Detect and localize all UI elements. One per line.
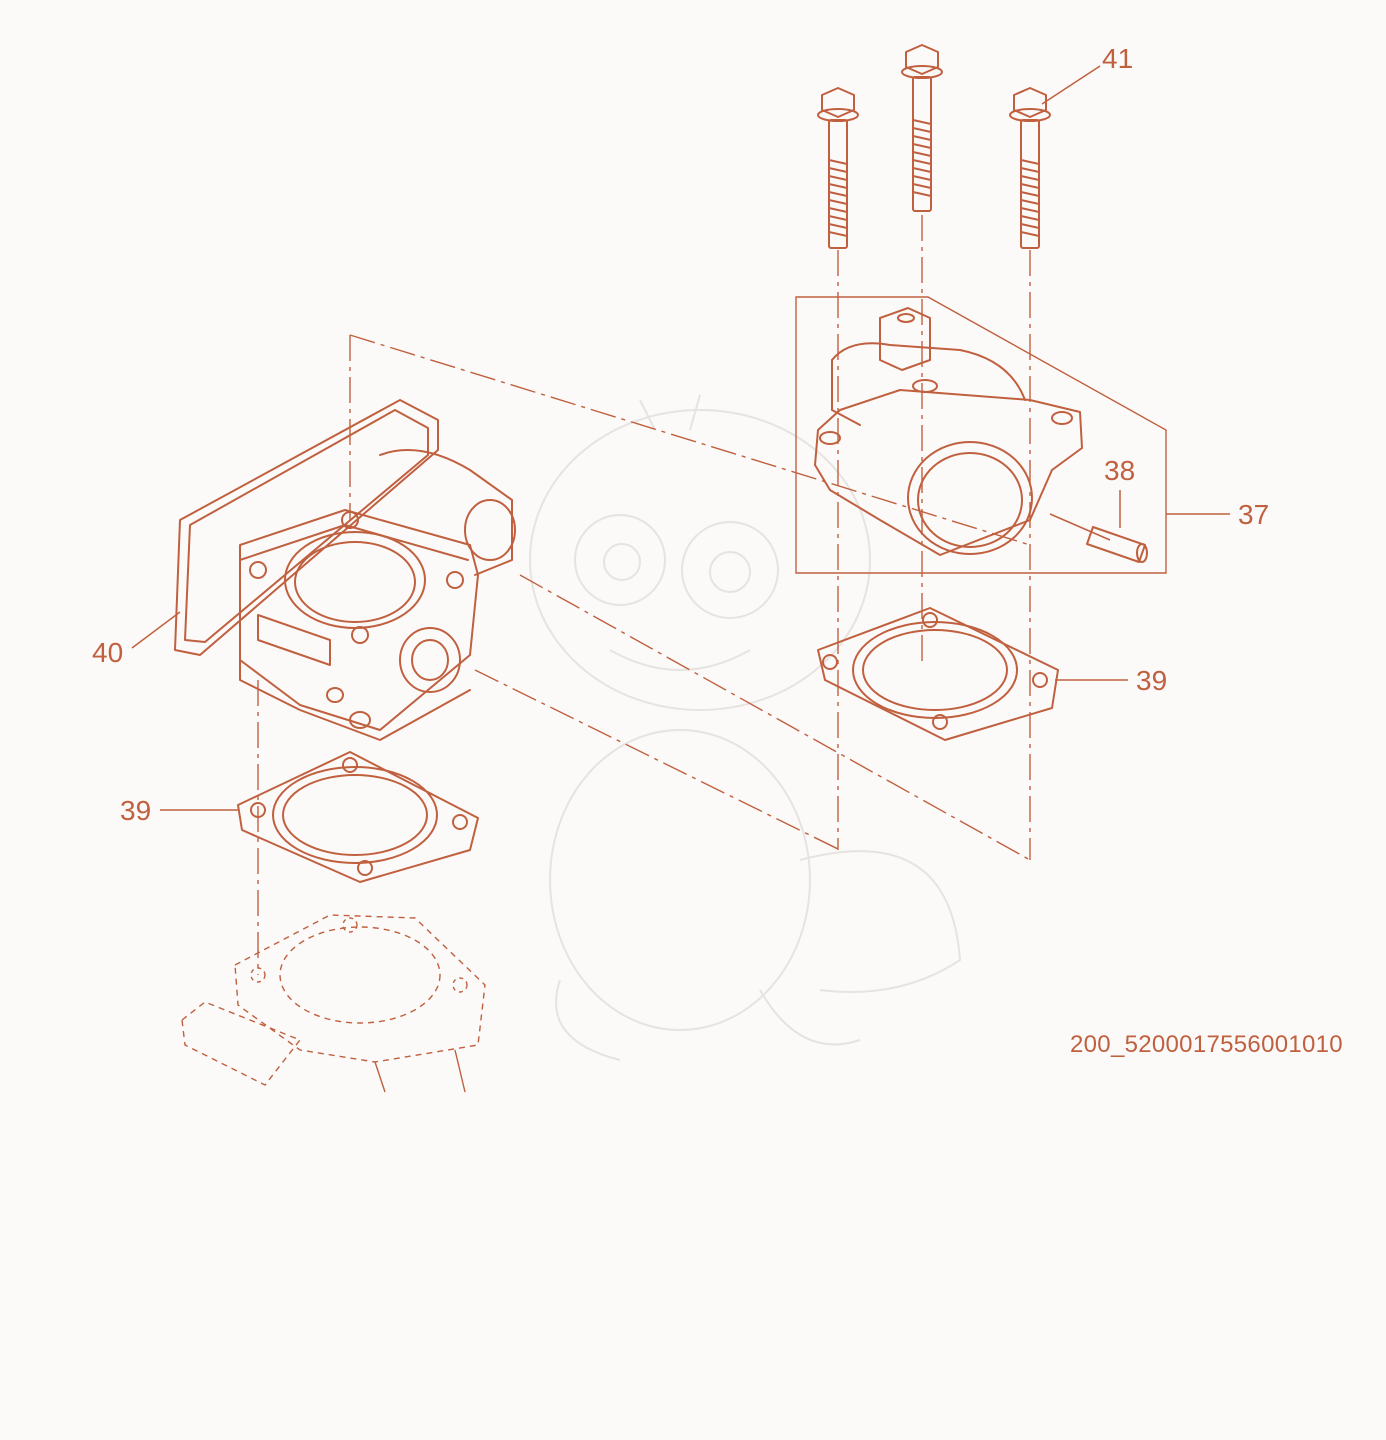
label-38: 38 — [1104, 455, 1135, 486]
assembly-lines — [257, 215, 1031, 975]
mating-manifold — [181, 914, 486, 1093]
watermark-dragon-icon — [529, 394, 962, 1061]
bolt-right — [1009, 87, 1051, 249]
pin-38 — [1086, 526, 1148, 563]
part-labels: 41 38 37 40 39 39 — [92, 43, 1269, 826]
label-40: 40 — [92, 637, 123, 668]
gasket-left-39 — [237, 751, 479, 883]
gasket-right-39 — [817, 607, 1059, 741]
bolt-middle — [901, 44, 943, 212]
drawing-reference-number: 200_5200017556001010 — [1070, 1031, 1343, 1058]
label-41: 41 — [1102, 43, 1133, 74]
bolts-41 — [817, 44, 1051, 249]
assembly-frame-37 — [795, 296, 1167, 574]
bolt-left — [817, 87, 859, 249]
throttle-body-40 — [174, 399, 516, 741]
label-37: 37 — [1238, 499, 1269, 530]
label-39-right: 39 — [1136, 665, 1167, 696]
leader-lines — [131, 65, 1230, 811]
intake-connector — [814, 307, 1083, 556]
label-39-left: 39 — [120, 795, 151, 826]
